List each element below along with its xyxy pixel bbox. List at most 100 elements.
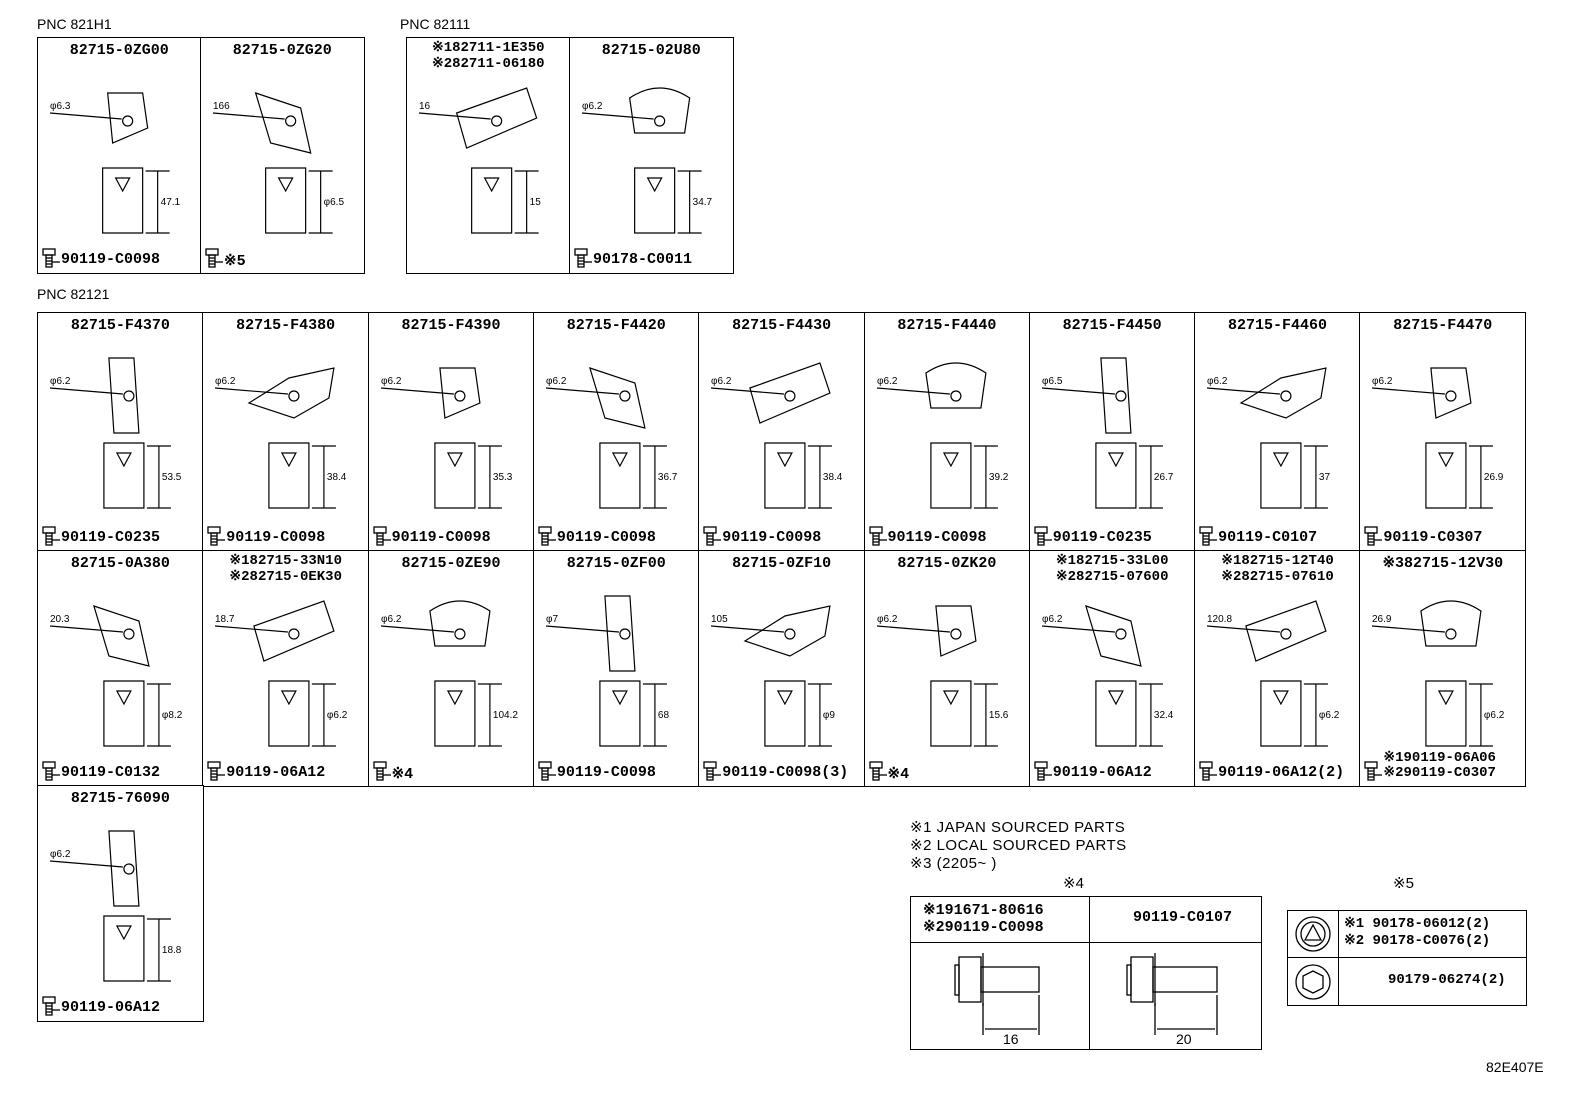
dimension-label: 20.3 bbox=[50, 614, 70, 625]
part-number-line: ※182715-33N10 bbox=[229, 553, 342, 569]
part-cell: φ6.2 104.2 82715-0ZE90 ※4 bbox=[367, 550, 535, 787]
dimension-label: 18.8 bbox=[162, 945, 182, 956]
dimension-label: 53.5 bbox=[162, 472, 182, 483]
dimension-label: 47.1 bbox=[161, 197, 181, 208]
dimension-label: φ6.2 bbox=[582, 101, 603, 112]
dimension-label: φ6.3 bbox=[50, 101, 71, 112]
note-japan-sourced: ※1 JAPAN SOURCED PARTS bbox=[910, 819, 1126, 836]
part-drawing: φ6.237 bbox=[1207, 367, 1331, 509]
dimension-label: φ6.2 bbox=[215, 376, 236, 387]
bolt-part-number: 90119-06A12 bbox=[226, 763, 326, 781]
dimension-label: 39.2 bbox=[988, 472, 1008, 483]
part-number: 82715-02U80 bbox=[601, 42, 701, 59]
bolt-callout: 90119-06A12 bbox=[1032, 760, 1193, 783]
dimension-label: φ6.2 bbox=[1484, 710, 1505, 721]
figure-id: 82E407E bbox=[1486, 1059, 1544, 1075]
bolt-icon bbox=[574, 247, 592, 268]
dimension-label: 15 bbox=[530, 197, 542, 208]
table5-row1-line2: ※2 90178-C0076(2) bbox=[1344, 933, 1491, 949]
bolt-callout: 90119-C0107 bbox=[1197, 525, 1358, 548]
bolt-callout: 90119-C0307 bbox=[1362, 525, 1523, 548]
bolt-part-number: 90119-C0098 bbox=[556, 528, 656, 546]
bolt-part-number: 90119-C0235 bbox=[61, 528, 161, 546]
part-drawing: 120.8φ6.2 bbox=[1207, 600, 1340, 747]
part-drawing: φ6.226.9 bbox=[1372, 367, 1504, 509]
pnc-label-82111: PNC 82111 bbox=[400, 16, 471, 32]
part-number: 82715-76090 bbox=[70, 790, 170, 807]
nut-drawings bbox=[1295, 916, 1331, 1000]
dimension-label: 32.4 bbox=[1154, 710, 1174, 721]
part-number: 82715-0A380 bbox=[70, 555, 170, 572]
bolt-callout: 90119-C0098 bbox=[536, 760, 697, 783]
bolt-part-number: 90119-C0098(3) bbox=[722, 763, 849, 781]
part-number: 82715-F4390 bbox=[401, 317, 501, 334]
bolt-callout: 90119-06A12(2) bbox=[1197, 760, 1358, 783]
bolt-icon bbox=[42, 760, 60, 781]
bolt-icon bbox=[207, 760, 226, 781]
table5-row1-line1: ※1 90178-06012(2) bbox=[1344, 916, 1491, 932]
bolt-part-number: ※4 bbox=[391, 765, 414, 783]
bolt-part-number: 90119-C0098 bbox=[391, 528, 491, 546]
part-drawing: φ6.2 104.2 bbox=[380, 600, 518, 747]
bolt-part-number: 90119-C0098 bbox=[556, 763, 656, 781]
bolt-part-number: 90119-C0132 bbox=[61, 763, 161, 781]
table4-dim1: 16 bbox=[1003, 1031, 1019, 1047]
part-number: 82715-0ZG20 bbox=[232, 42, 332, 59]
bolt-callout: ※4 bbox=[371, 760, 532, 783]
part-number-line: ※182715-33L00 bbox=[1055, 553, 1169, 569]
dimension-label: φ6.2 bbox=[50, 376, 71, 387]
part-drawing: φ6.236.7 bbox=[545, 367, 678, 509]
bolt-icon bbox=[1199, 525, 1218, 546]
bolt-icon bbox=[538, 760, 556, 781]
part-drawing: φ6.235.3 bbox=[380, 367, 512, 509]
bolt-callout: ※5 bbox=[203, 247, 362, 270]
bolt-icon bbox=[205, 247, 223, 268]
part-number: 82715-0ZF00 bbox=[566, 555, 666, 572]
bolt-part-number: 90119-C0235 bbox=[1052, 528, 1152, 546]
dimension-label: φ6.5 bbox=[1042, 376, 1063, 387]
part-number: 82715-F4420 bbox=[566, 317, 666, 334]
bolt-icon bbox=[1364, 525, 1383, 546]
bolt-part-number: 90119-C0098 bbox=[61, 250, 161, 268]
part-number-line: ※182711-1E350 bbox=[431, 40, 545, 56]
dimension-label: 16 bbox=[419, 101, 431, 112]
dimension-label: φ6.2 bbox=[381, 376, 402, 387]
part-cell: φ6.5 26.7 82715-F4450 90119-C0235 bbox=[1028, 312, 1196, 552]
dimension-label: 26.7 bbox=[1154, 472, 1174, 483]
dimension-label: 104.2 bbox=[493, 710, 518, 721]
dimension-label: 105 bbox=[711, 614, 728, 625]
part-drawing: φ6.218.8 bbox=[49, 830, 182, 982]
bolt-part-number: ※4 bbox=[887, 765, 910, 783]
bolt-icon bbox=[1199, 760, 1218, 781]
part-number: 82715-0ZE90 bbox=[401, 555, 501, 572]
bolt-callout: 90119-C0235 bbox=[40, 525, 201, 548]
bolt-part-number: 90119-C0098 bbox=[226, 528, 326, 546]
bolt-callout: 90119-C0098 bbox=[867, 525, 1028, 548]
part-number-line: ※282715-0EK30 bbox=[229, 569, 342, 585]
bolt-callout: 90178-C0011 bbox=[572, 247, 731, 270]
bolt-callout: 90119-C0098 bbox=[701, 525, 862, 548]
bolt-callout: 90119-C0098 bbox=[40, 247, 199, 270]
part-number: ※382715-12V30 bbox=[1382, 555, 1504, 572]
dimension-label: φ6.2 bbox=[381, 614, 402, 625]
part-number: 82715-F4450 bbox=[1062, 317, 1162, 334]
bolt-part-number: 90119-C0098 bbox=[887, 528, 987, 546]
table4-dim2: 20 bbox=[1176, 1031, 1192, 1047]
table4-col2: 90119-C0107 bbox=[1133, 909, 1233, 926]
bolt-callout: 90119-C0235 bbox=[1032, 525, 1193, 548]
part-number-line: ※282715-07600 bbox=[1055, 569, 1169, 585]
